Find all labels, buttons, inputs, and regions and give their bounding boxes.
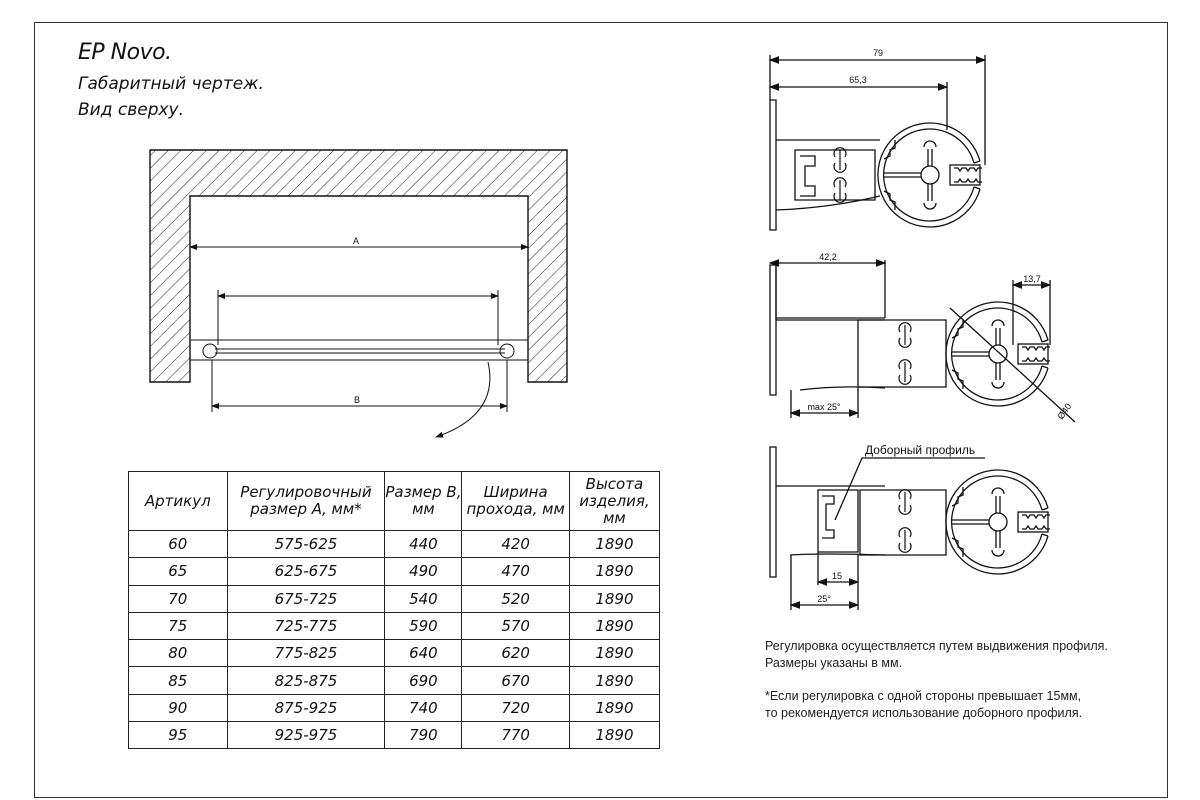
profile-section-middle bbox=[768, 259, 1076, 423]
header-size-b: Размер В, мм bbox=[384, 471, 463, 531]
table-cell: 80 bbox=[128, 639, 228, 668]
table-cell: 625-675 bbox=[226, 557, 386, 586]
note-line-4: то рекомендуется использование доборного… bbox=[765, 706, 1083, 720]
table-cell: 95 bbox=[128, 721, 228, 750]
table-cell: 1890 bbox=[568, 639, 661, 668]
plan-view: A B bbox=[149, 149, 568, 438]
view-label: Вид сверху. bbox=[78, 100, 185, 120]
header-height: Высота изделия, мм bbox=[568, 471, 661, 531]
header-adjust-size: Регулировочный размер А, мм* bbox=[226, 471, 386, 531]
table-cell: 725-775 bbox=[226, 611, 386, 641]
table-cell: 490 bbox=[384, 557, 463, 586]
table-cell: 675-725 bbox=[226, 584, 386, 613]
product-title: EP Novo. bbox=[78, 40, 172, 65]
spec-table: Артикул Регулировочный размер А, мм* Раз… bbox=[128, 471, 661, 750]
dim-42-2: 42,2 bbox=[819, 252, 837, 262]
table-cell: 790 bbox=[384, 721, 463, 750]
table-cell: 75 bbox=[128, 611, 228, 641]
table-cell: 875-925 bbox=[226, 693, 386, 723]
dim-65-3: 65,3 bbox=[849, 75, 867, 85]
table-cell: 60 bbox=[128, 529, 228, 559]
table-cell: 70 bbox=[128, 584, 228, 613]
dim-25: 25° bbox=[817, 594, 831, 604]
table-cell: 90 bbox=[128, 693, 228, 723]
note-extension: *Если регулировка с одной стороны превыш… bbox=[765, 688, 1082, 722]
table-cell: 440 bbox=[384, 529, 463, 559]
table-cell: 770 bbox=[461, 721, 570, 750]
table-cell: 775-825 bbox=[226, 639, 386, 668]
table-cell: 570 bbox=[461, 611, 570, 641]
table-cell: 690 bbox=[384, 666, 463, 695]
note-line-2: Размеры указаны в мм. bbox=[765, 656, 903, 670]
table-cell: 590 bbox=[384, 611, 463, 641]
table-cell: 85 bbox=[128, 666, 228, 695]
table-cell: 1890 bbox=[568, 584, 661, 613]
dim-15: 15 bbox=[832, 571, 842, 581]
table-cell: 65 bbox=[128, 557, 228, 586]
drawing-subtitle: Габаритный чертеж. bbox=[78, 74, 264, 94]
table-cell: 925-975 bbox=[226, 721, 386, 750]
header-passage-width: Ширина прохода, мм bbox=[461, 471, 570, 531]
note-adjustment: Регулировка осуществляется путем выдвиже… bbox=[765, 638, 1108, 672]
table-cell: 670 bbox=[461, 666, 570, 695]
dim-13-7: 13,7 bbox=[1023, 274, 1041, 284]
header-article: Артикул bbox=[128, 471, 228, 531]
dim-a-label: A bbox=[353, 236, 359, 246]
table-cell: 1890 bbox=[568, 557, 661, 586]
table-cell: 620 bbox=[461, 639, 570, 668]
profile-section-top bbox=[768, 55, 987, 231]
table-cell: 740 bbox=[384, 693, 463, 723]
table-cell: 575-625 bbox=[226, 529, 386, 559]
profile-section-bottom bbox=[769, 446, 1051, 610]
table-cell: 1890 bbox=[568, 529, 661, 559]
table-cell: 640 bbox=[384, 639, 463, 668]
table-cell: 1890 bbox=[568, 666, 661, 695]
table-cell: 1890 bbox=[568, 611, 661, 641]
note-line-1: Регулировка осуществляется путем выдвиже… bbox=[765, 639, 1108, 653]
table-cell: 470 bbox=[461, 557, 570, 586]
table-cell: 720 bbox=[461, 693, 570, 723]
callout-extension-profile: Доборный профиль bbox=[865, 443, 975, 457]
table-cell: 825-875 bbox=[226, 666, 386, 695]
table-cell: 1890 bbox=[568, 721, 661, 750]
dim-b-label: B bbox=[354, 395, 360, 405]
table-cell: 420 bbox=[461, 529, 570, 559]
table-cell: 540 bbox=[384, 584, 463, 613]
drawing-frame bbox=[34, 22, 1168, 798]
dim-max-25: max 25° bbox=[807, 402, 841, 412]
dim-79: 79 bbox=[873, 48, 883, 58]
note-line-3: *Если регулировка с одной стороны превыш… bbox=[765, 689, 1082, 703]
table-cell: 1890 bbox=[568, 693, 661, 723]
table-header-row: Артикул Регулировочный размер А, мм* Раз… bbox=[128, 471, 661, 531]
table-cell: 520 bbox=[461, 584, 570, 613]
